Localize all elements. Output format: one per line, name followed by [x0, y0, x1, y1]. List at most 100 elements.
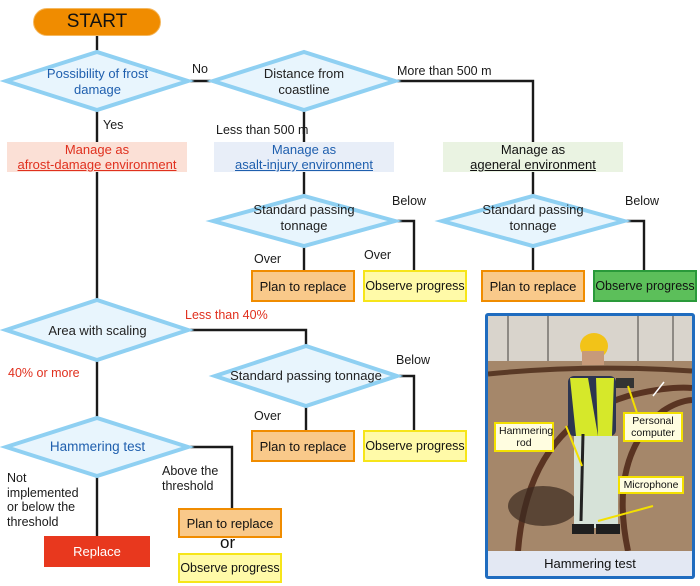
tonnage-scaling-text: Standard passing tonnage [216, 368, 396, 384]
observe-progress-label: Observe progress [180, 561, 280, 575]
frost-decision-line2: damage [74, 82, 121, 97]
plan-to-replace-label: Plan to replace [259, 438, 347, 454]
boot-left [572, 524, 594, 534]
frost-environment-box: Manage as afrost-damage environment [7, 142, 187, 172]
branch-label-below-scaling: Below [396, 353, 431, 367]
frost-env-link[interactable]: afrost-damage environment [17, 157, 177, 172]
microphone-leader-line [597, 505, 654, 522]
branch-label-40-or-more: 40% or more [8, 366, 80, 380]
tonnage-general-line2: tonnage [509, 218, 557, 233]
photo-caption: Hammering test [488, 551, 692, 576]
callout-personal-computer: Personal computer [623, 412, 683, 442]
general-env-line1: Manage as [500, 142, 566, 157]
connectors [95, 36, 646, 536]
salt-environment-box: Manage as asalt-injury environment [214, 142, 394, 172]
tonnage-scaling-line: Standard passing tonnage [230, 368, 382, 383]
callout-computer-line1: Personal [632, 415, 674, 427]
hammering-decision-line: Hammering test [49, 439, 146, 454]
tonnage-general-line1: Standard passing [482, 202, 584, 217]
start-label: START [66, 11, 128, 32]
branch-label-over-salt-right: Over [364, 248, 392, 262]
above-threshold-line1: Above the [162, 464, 219, 478]
coast-decision-line2: coastline [278, 82, 330, 97]
branch-label-less-than-500: Less than 500 m [216, 123, 309, 137]
computer-leader-line [627, 385, 639, 417]
general-environment-box: Manage as ageneral environment [443, 142, 623, 172]
hammering-rod [579, 433, 585, 522]
frost-env-line1: Manage as [64, 142, 130, 157]
frost-decision-diamond [0, 49, 195, 113]
branch-label-yes: Yes [103, 118, 124, 132]
safety-vest-left [570, 378, 598, 436]
observe-progress-box-scaling: Observe progress [363, 430, 467, 462]
callout-rod-line2: rod [516, 437, 532, 449]
plan-to-replace-box-general: Plan to replace [481, 270, 585, 302]
salt-env-link[interactable]: asalt-injury environment [234, 157, 373, 172]
callout-microphone-text: Microphone [623, 479, 679, 491]
connector-scaling-tonnage [188, 328, 308, 347]
plan-to-replace-box-scaling: Plan to replace [251, 430, 355, 462]
not-implemented-line4: threshold [7, 514, 59, 529]
general-env-link: ageneral environment [470, 157, 596, 172]
connector-coast-general [395, 79, 535, 196]
tonnage-general-decision-diamond [434, 193, 632, 249]
callout-rod-line1: Hammering [499, 425, 554, 437]
scaling-decision-diamond [0, 297, 195, 363]
fence-posts [507, 316, 674, 361]
branch-label-not-implemented: Not implemented or below the threshold [7, 471, 79, 529]
scaling-decision-text: Area with scaling [20, 323, 175, 339]
safety-vest-right [596, 378, 614, 436]
replace-box: Replace [44, 536, 150, 567]
connector-salt-observe [395, 219, 416, 270]
callout-hammering-rod: Hammering rod [494, 422, 554, 452]
hammering-decision-text: Hammering test [20, 439, 175, 455]
branch-label-over-salt-left: Over [254, 252, 282, 266]
not-implemented-line2: implemented [7, 485, 79, 500]
frost-decision-line1: Possibility of frost [46, 66, 149, 81]
hammering-test-photo: Hammering rod Personal computer Micropho… [485, 313, 695, 579]
tonnage-salt-text: Standard passing tonnage [228, 202, 380, 234]
branch-label-below-salt: Below [392, 194, 427, 208]
tonnage-salt-line1: Standard passing [253, 202, 355, 217]
branch-label-more-than-500: More than 500 m [397, 64, 492, 78]
plan-to-replace-box-salt: Plan to replace [251, 270, 355, 302]
pointer-arrow [652, 381, 665, 397]
rail-far [488, 365, 692, 377]
callout-computer-line2: computer [631, 427, 675, 439]
not-implemented-line1: Not [7, 471, 27, 485]
observe-progress-label: Observe progress [365, 439, 465, 453]
boot-right [596, 524, 620, 534]
scaling-decision-line: Area with scaling [48, 323, 147, 338]
photo-caption-text: Hammering test [544, 556, 636, 571]
coast-decision-text: Distance from coastline [228, 66, 380, 98]
branch-label-over-scaling: Over [254, 409, 282, 423]
hammering-decision-diamond [0, 415, 195, 479]
salt-env-line1: Manage as [271, 142, 337, 157]
plan-to-replace-label: Plan to replace [259, 278, 347, 294]
connector-hammering-plan [188, 445, 234, 508]
above-threshold-line2: threshold [162, 478, 214, 493]
rod-leader-line [565, 425, 583, 467]
handheld-computer [616, 378, 634, 388]
observe-progress-label: Observe progress [365, 279, 465, 293]
observe-progress-box-salt: Observe progress [363, 270, 467, 302]
branch-label-above-threshold: Above the threshold [162, 464, 218, 493]
replace-label: Replace [73, 544, 121, 559]
shadow [508, 486, 578, 526]
connector-general-observe [624, 219, 646, 270]
not-implemented-line3: or below the [7, 500, 76, 514]
branch-label-less-than-40: Less than 40% [185, 308, 268, 322]
or-label: or [220, 533, 236, 552]
plan-to-replace-box-hammering: Plan to replace [178, 508, 282, 538]
tonnage-salt-decision-diamond [205, 193, 403, 249]
branch-label-no: No [192, 62, 208, 76]
start-node: START [33, 8, 161, 36]
decision-diamonds [0, 49, 632, 479]
callout-microphone: Microphone [618, 476, 684, 494]
observe-progress-box-general: Observe progress [593, 270, 697, 302]
plan-to-replace-label: Plan to replace [489, 278, 577, 294]
frost-decision-text: Possibility of frost damage [20, 66, 175, 98]
tonnage-general-text: Standard passing tonnage [457, 202, 609, 234]
coast-decision-diamond [206, 49, 402, 113]
